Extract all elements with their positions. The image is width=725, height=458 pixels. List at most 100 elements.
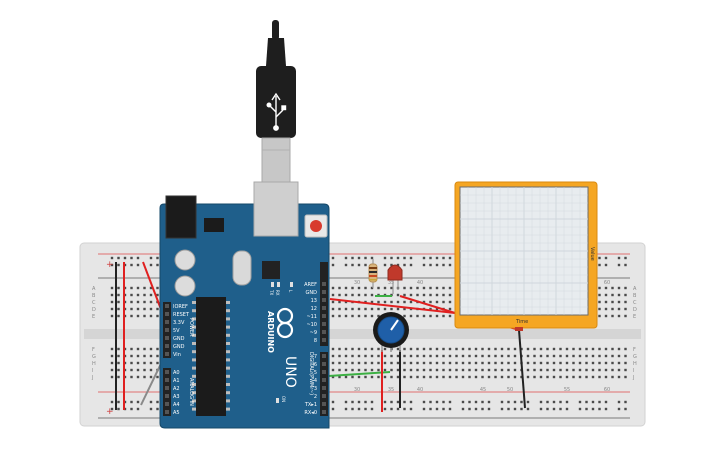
digital-pin-label: TX▸1: [304, 402, 317, 408]
row-letter: F: [633, 347, 636, 353]
row-letter: E: [92, 314, 95, 320]
power-pin-label: Vin: [173, 352, 181, 358]
digital-pin-label: ~5: [310, 370, 317, 376]
usb-cable-cord: [272, 20, 279, 40]
digital-section-title: DIGITAL (PWM ~): [308, 352, 314, 395]
rail-plus-top: +: [106, 260, 114, 270]
usb-icon: [266, 92, 287, 131]
power-pin-label: RESET: [173, 312, 190, 318]
usb-cable-strain-relief: [266, 38, 286, 66]
on-led: [276, 398, 279, 403]
voltage-regulator: [204, 218, 224, 232]
column-number-bottom: 60: [604, 387, 610, 393]
crystal: [232, 250, 252, 286]
rail-plus-bottom: +: [106, 407, 114, 417]
serial-plotter[interactable]: Time Value: [454, 181, 598, 331]
power-pin-label: GND: [173, 336, 185, 342]
column-number-bottom: 55: [564, 387, 570, 393]
analog-pin-label: A5: [173, 410, 180, 416]
row-letter: A: [92, 286, 96, 292]
power-pin-label: GND: [173, 344, 185, 350]
column-number-top: 35: [388, 280, 394, 286]
plotter-x-axis-label: Time: [515, 319, 528, 325]
reset-button-cap[interactable]: [310, 220, 322, 232]
digital-pin-label: 7: [314, 354, 317, 360]
capacitor-2: [174, 275, 196, 297]
row-letter: J: [91, 375, 93, 381]
row-letter: J: [632, 375, 634, 381]
row-letter: D: [633, 307, 637, 313]
power-section-title: POWER: [188, 318, 194, 337]
row-letter: C: [633, 300, 637, 306]
digital-pin-label: 13: [311, 298, 317, 304]
column-number-bottom: 30: [354, 387, 360, 393]
row-letter: B: [633, 293, 637, 299]
digital-pin-label: ~3: [310, 386, 317, 392]
digital-pin-label: 4: [314, 378, 317, 384]
digital-pin-label: AREF: [304, 282, 317, 288]
analog-section-title: ANALOG IN: [188, 378, 194, 406]
usb-port: [253, 181, 299, 237]
row-letter: D: [92, 307, 96, 313]
analog-pin-label: A1: [173, 378, 180, 384]
power-pin-label: IOREF: [173, 304, 188, 310]
analog-pin-label: A0: [173, 370, 180, 376]
power-pin-label: 3.3V: [173, 320, 185, 326]
analog-pin-label: A2: [173, 386, 180, 392]
digital-pin-label: ~9: [310, 330, 317, 336]
capacitor-1: [174, 249, 196, 271]
column-number-bottom: 40: [417, 387, 423, 393]
digital-header-top[interactable]: [320, 262, 328, 346]
row-letter: A: [633, 286, 637, 292]
column-number-bottom: 35: [388, 387, 394, 393]
digital-pin-label: 8: [314, 338, 317, 344]
power-pin-labels: IOREF RESET 3.3V 5V GND GND Vin: [165, 304, 190, 358]
wire-black-plotter[interactable]: [518, 329, 526, 409]
plotter-grid: [460, 187, 588, 315]
column-number-top: 60: [604, 280, 610, 286]
row-letter: G: [633, 354, 637, 360]
chip-small: [262, 261, 280, 279]
arduino-logo-text: ARDUINO: [266, 311, 275, 353]
column-number-bottom: 45: [480, 387, 486, 393]
digital-pin-label: GND: [306, 290, 318, 296]
row-letter: B: [92, 293, 96, 299]
arduino-logo-icon: [276, 307, 294, 339]
breadboard-center-gap: [84, 329, 641, 339]
row-letter: F: [92, 347, 95, 353]
row-letter: E: [633, 314, 636, 320]
on-led-label: ON: [281, 396, 286, 402]
plotter-connector[interactable]: [515, 327, 523, 331]
column-number-top: 30: [354, 280, 360, 286]
row-letter: H: [92, 361, 96, 367]
wire-red-pin13[interactable]: [329, 298, 456, 314]
analog-pin-label: A4: [173, 402, 180, 408]
resistor[interactable]: [368, 259, 378, 288]
row-letter: C: [92, 300, 96, 306]
column-number-bottom: 50: [507, 387, 513, 393]
power-pin-label: 5V: [173, 328, 180, 334]
analog-header[interactable]: [163, 368, 171, 416]
usb-plug-metal: [261, 137, 291, 183]
l-led-label: L: [288, 290, 293, 293]
digital-pin-label: ~11: [306, 314, 317, 320]
row-letter: I: [92, 368, 93, 374]
plotter-y-axis-label: Value: [589, 247, 595, 261]
potentiometer[interactable]: [373, 312, 409, 352]
wire-red-led[interactable]: [399, 295, 456, 314]
chip-pins: [192, 301, 230, 411]
row-letter: H: [633, 361, 637, 367]
usb-cable[interactable]: [256, 20, 296, 183]
digital-pin-label: 2: [314, 394, 317, 400]
row-letter: I: [633, 368, 634, 374]
tx-led-label: TX: [269, 289, 274, 295]
red-led[interactable]: [387, 264, 403, 294]
digital-header-bottom[interactable]: [320, 352, 328, 416]
column-number-top: 40: [417, 280, 423, 286]
